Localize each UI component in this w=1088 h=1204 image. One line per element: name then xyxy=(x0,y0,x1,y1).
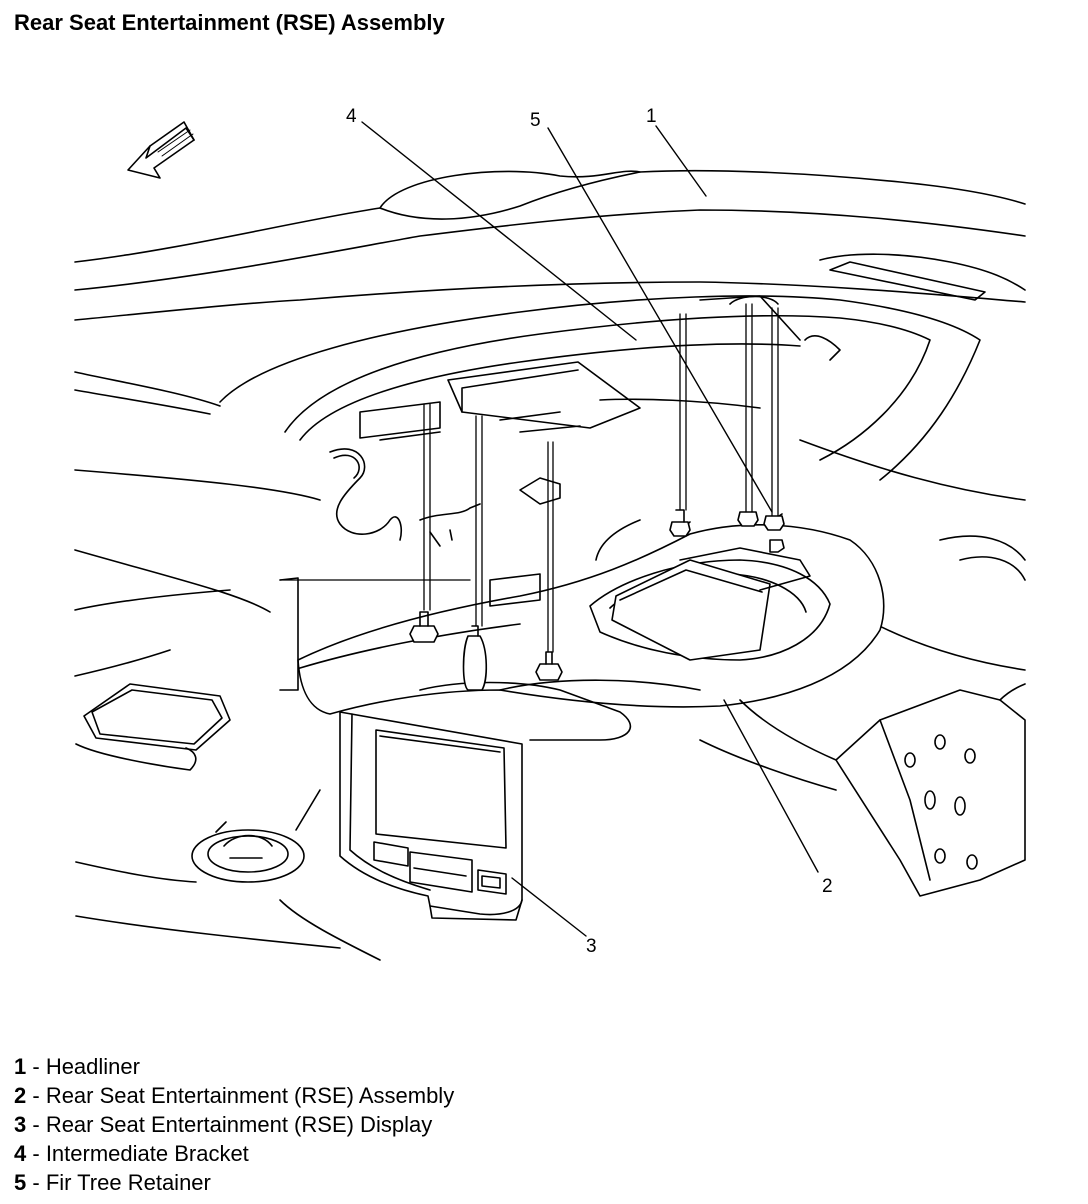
callout-1: 1 xyxy=(646,106,657,127)
legend-number: 3 xyxy=(14,1112,27,1137)
legend-item-rse-display: 3 - Rear Seat Entertainment (RSE) Displa… xyxy=(14,1110,454,1139)
headliner-drawing xyxy=(74,169,1026,677)
legend-label: Intermediate Bracket xyxy=(45,1141,249,1166)
legend-label: Rear Seat Entertainment (RSE) Display xyxy=(45,1112,433,1137)
legend-label: Rear Seat Entertainment (RSE) Assembly xyxy=(45,1083,455,1108)
parts-legend: 1 - Headliner 2 - Rear Seat Entertainmen… xyxy=(14,1052,454,1197)
legend-item-fir-tree-retainer: 5 - Fir Tree Retainer xyxy=(14,1168,454,1197)
rse-assembly-drawing: 1 2 3 4 5 xyxy=(74,106,1026,961)
legend-separator: - xyxy=(26,1112,46,1137)
callout-5: 5 xyxy=(530,110,541,131)
legend-label: Headliner xyxy=(45,1054,140,1079)
legend-number: 2 xyxy=(14,1083,27,1108)
dome-lamp-drawing xyxy=(75,683,231,771)
leader-lines xyxy=(361,121,819,937)
rse-display-drawing xyxy=(339,711,523,921)
speaker-grille-drawing xyxy=(75,789,381,961)
legend-number: 1 xyxy=(14,1054,27,1079)
legend-item-intermediate-bracket: 4 - Intermediate Bracket xyxy=(14,1139,454,1168)
legend-number: 4 xyxy=(14,1141,27,1166)
legend-item-rse-assembly: 2 - Rear Seat Entertainment (RSE) Assemb… xyxy=(14,1081,454,1110)
diagram-title: Rear Seat Entertainment (RSE) Assembly xyxy=(14,10,445,35)
roof-pillar-drawing xyxy=(699,683,1026,897)
legend-separator: - xyxy=(26,1141,46,1166)
rse-assembly-housing-drawing xyxy=(279,513,885,741)
console-recess-drawing xyxy=(219,295,981,481)
assembly-guide-lines xyxy=(279,303,779,653)
legend-separator: - xyxy=(26,1170,46,1195)
legend-item-headliner: 1 - Headliner xyxy=(14,1052,454,1081)
fasteners-drawing xyxy=(409,509,785,691)
callout-2: 2 xyxy=(822,876,833,897)
legend-separator: - xyxy=(26,1054,46,1079)
callout-4: 4 xyxy=(346,106,357,127)
legend-separator: - xyxy=(26,1083,46,1108)
legend-number: 5 xyxy=(14,1170,27,1195)
wire-harness-drawing xyxy=(329,448,561,547)
front-direction-arrow-icon xyxy=(127,121,195,179)
legend-label: Fir Tree Retainer xyxy=(45,1170,211,1195)
callout-3: 3 xyxy=(586,936,597,957)
